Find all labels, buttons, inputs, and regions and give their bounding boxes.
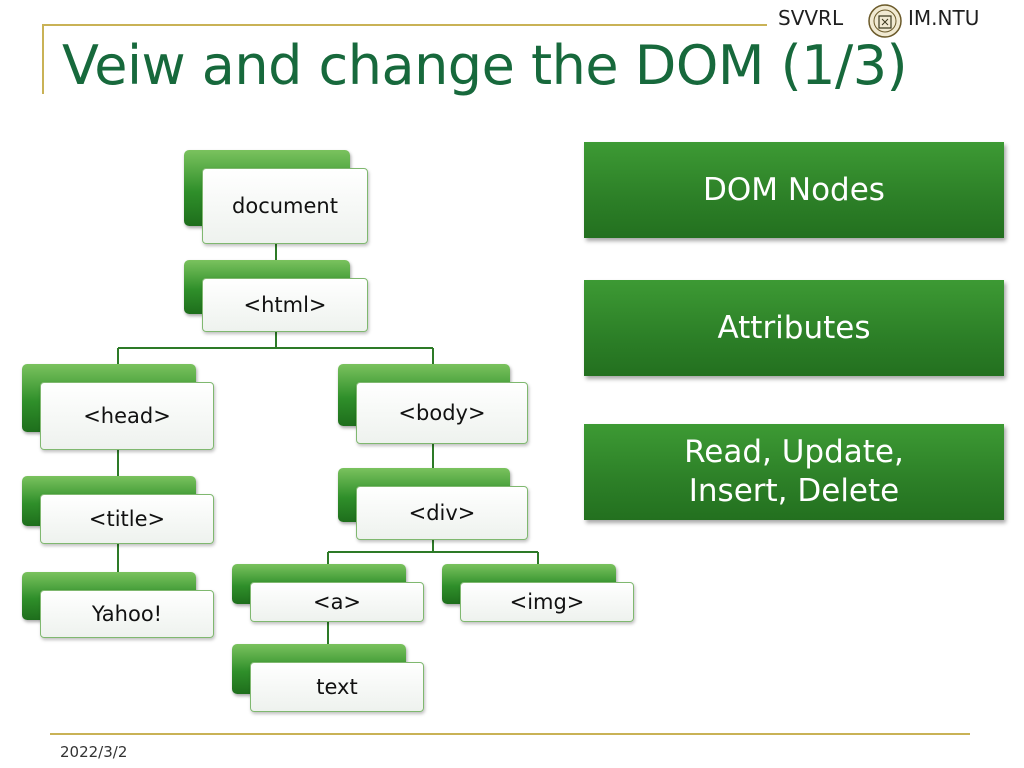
slide-title: Veiw and change the DOM (1/3) <box>62 34 908 97</box>
header-side-rule <box>42 24 44 94</box>
tree-node-text: text <box>232 644 424 712</box>
tree-node-body: <body> <box>338 364 528 444</box>
tree-node-document: document <box>184 150 368 244</box>
tree-node-label: text <box>250 662 424 712</box>
concept-box-operations: Read, Update, Insert, Delete <box>584 424 1004 520</box>
dom-tree-diagram <box>117 244 539 644</box>
tree-node-label: Yahoo! <box>40 590 214 638</box>
org-label-right: IM.NTU <box>908 6 980 30</box>
concept-box-dom-nodes: DOM Nodes <box>584 142 1004 238</box>
tree-node-img: <img> <box>442 564 634 622</box>
tree-node-label: <html> <box>202 278 368 332</box>
tree-node-title: <title> <box>22 476 214 544</box>
tree-node-html: <html> <box>184 260 368 332</box>
tree-node-a: <a> <box>232 564 424 622</box>
tree-node-label: document <box>202 168 368 244</box>
tree-node-label: <img> <box>460 582 634 622</box>
org-label-left: SVVRL <box>778 6 844 30</box>
tree-node-label: <a> <box>250 582 424 622</box>
tree-node-label: <title> <box>40 494 214 544</box>
tree-node-label: <div> <box>356 486 528 540</box>
tree-node-label: <head> <box>40 382 214 450</box>
footer-rule <box>50 733 970 735</box>
tree-node-head: <head> <box>22 364 214 450</box>
tree-node-yahoo: Yahoo! <box>22 572 214 638</box>
slide-date: 2022/3/2 <box>60 743 128 761</box>
header-rule <box>42 24 767 26</box>
concept-box-attributes: Attributes <box>584 280 1004 376</box>
tree-node-label: <body> <box>356 382 528 444</box>
university-seal-icon <box>868 4 902 38</box>
tree-node-div: <div> <box>338 468 528 540</box>
